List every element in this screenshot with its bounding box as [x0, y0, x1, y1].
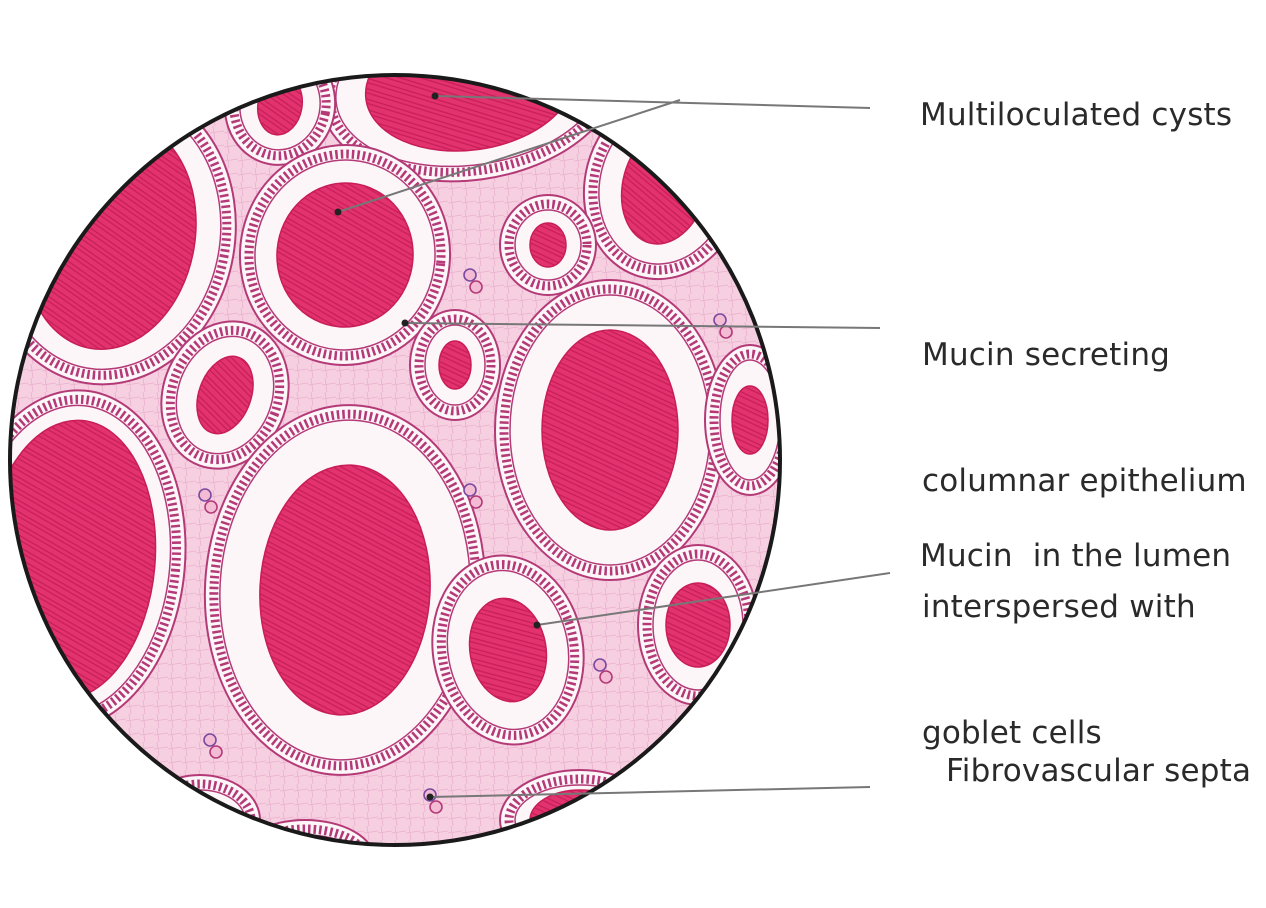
- blood-vessel: [594, 659, 606, 671]
- leader-dot: [335, 209, 342, 216]
- cyst: [140, 775, 260, 865]
- cyst: [410, 310, 500, 420]
- cyst-lumen: [140, 775, 260, 865]
- blood-vessel: [464, 269, 476, 281]
- blood-vessel: [720, 326, 732, 338]
- blood-vessel: [430, 801, 442, 813]
- blood-vessel: [205, 501, 217, 513]
- blood-vessel: [470, 281, 482, 293]
- label-line: goblet cells: [922, 712, 1247, 754]
- blood-vessel: [199, 489, 211, 501]
- label-mucin-in-lumen: Mucin in the lumen: [920, 535, 1231, 577]
- blood-vessel: [210, 746, 222, 758]
- mucin: [530, 223, 566, 267]
- columnar-epithelium: [244, 829, 366, 891]
- mucin: [265, 838, 345, 882]
- blood-vessel: [204, 734, 216, 746]
- leader-dot: [402, 320, 409, 327]
- leader-dot: [432, 93, 439, 100]
- cyst: [638, 545, 758, 705]
- label-multiloculated-cysts: Multiloculated cysts: [920, 94, 1232, 136]
- blood-vessel: [464, 484, 476, 496]
- mucin: [732, 386, 768, 454]
- mucin: [542, 330, 678, 530]
- blood-vessel: [470, 496, 482, 508]
- blood-vessel: [600, 671, 612, 683]
- cyst: [500, 770, 660, 870]
- columnar-epithelium: [149, 784, 251, 856]
- epithelium-inner-border: [155, 790, 245, 850]
- label-fibrovascular-septa: Fibrovascular septa: [946, 750, 1251, 792]
- cyst: [500, 195, 596, 295]
- label-line: Mucin secreting: [922, 334, 1247, 376]
- mucin: [439, 341, 471, 389]
- leader-dot: [427, 794, 434, 801]
- label-line: interspersed with: [922, 586, 1247, 628]
- leader-dot: [534, 622, 541, 629]
- cyst: [235, 820, 375, 900]
- label-line: columnar epithelium: [922, 460, 1247, 502]
- mucin: [666, 583, 730, 667]
- blood-vessel: [714, 314, 726, 326]
